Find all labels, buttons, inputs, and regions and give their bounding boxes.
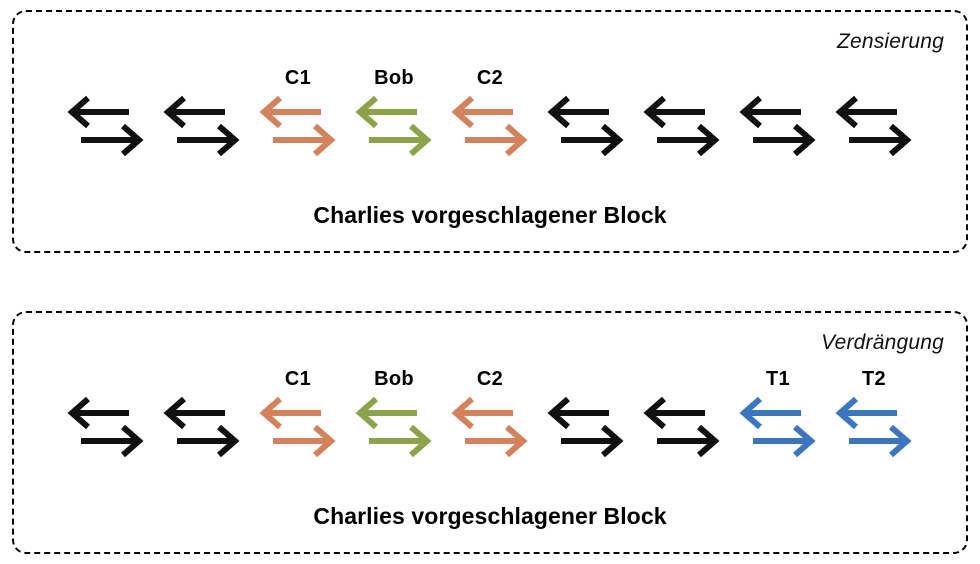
arrow-pair-generic xyxy=(67,369,145,457)
arrow-pair-label: C2 xyxy=(476,67,504,89)
arrow-pair-label: T1 xyxy=(766,368,790,390)
panel-censorship: Zensierung C1 Bob C2 Charlies vorgeschlage… xyxy=(12,10,968,253)
exchange-arrows-icon xyxy=(163,95,240,156)
arrow-pair-generic xyxy=(547,68,625,156)
exchange-arrows-icon xyxy=(355,95,432,156)
arrow-pair-generic xyxy=(643,369,721,457)
arrow-pair-generic xyxy=(163,68,241,156)
exchange-arrows-icon xyxy=(67,95,144,156)
exchange-arrows-icon xyxy=(739,396,816,457)
arrow-pair-t1: T1 xyxy=(739,369,817,457)
arrow-row: C1 Bob C2 T1 T2 xyxy=(14,369,966,457)
panel-displacement: Verdrängung C1 Bob C2 T1 T2 Charlies vorgesc… xyxy=(12,311,968,554)
exchange-arrows-icon xyxy=(259,396,336,457)
panel-caption: Charlies vorgeschlagener Block xyxy=(313,503,667,529)
arrow-pair-label: Bob xyxy=(374,368,414,390)
exchange-arrows-icon xyxy=(643,95,720,156)
arrow-pair-label: Bob xyxy=(374,67,414,89)
arrow-pair-t2: T2 xyxy=(835,369,913,457)
arrow-pair-label: C1 xyxy=(284,368,312,390)
exchange-arrows-icon xyxy=(259,95,336,156)
arrow-pair-generic xyxy=(547,369,625,457)
arrow-pair-c2: C2 xyxy=(451,68,529,156)
arrow-pair-generic xyxy=(739,68,817,156)
arrow-pair-bob: Bob xyxy=(355,68,433,156)
exchange-arrows-icon xyxy=(547,396,624,457)
panel-caption: Charlies vorgeschlagener Block xyxy=(313,202,667,228)
exchange-arrows-icon xyxy=(163,396,240,457)
exchange-arrows-icon xyxy=(835,95,912,156)
arrow-pair-bob: Bob xyxy=(355,369,433,457)
exchange-arrows-icon xyxy=(451,396,528,457)
exchange-arrows-icon xyxy=(451,95,528,156)
exchange-arrows-icon xyxy=(547,95,624,156)
exchange-arrows-icon xyxy=(67,396,144,457)
arrow-pair-generic xyxy=(163,369,241,457)
exchange-arrows-icon xyxy=(835,396,912,457)
exchange-arrows-icon xyxy=(739,95,816,156)
arrow-pair-c2: C2 xyxy=(451,369,529,457)
exchange-arrows-icon xyxy=(643,396,720,457)
arrow-pair-generic xyxy=(643,68,721,156)
arrow-pair-generic xyxy=(835,68,913,156)
arrow-pair-label: C2 xyxy=(476,368,504,390)
panel-corner-label: Zensierung xyxy=(836,30,944,53)
arrow-pair-label: T2 xyxy=(862,368,886,390)
exchange-arrows-icon xyxy=(355,396,432,457)
panel-corner-label: Verdrängung xyxy=(821,331,944,354)
arrow-pair-c1: C1 xyxy=(259,68,337,156)
arrow-row: C1 Bob C2 xyxy=(14,68,966,156)
arrow-pair-label: C1 xyxy=(284,67,312,89)
arrow-pair-generic xyxy=(67,68,145,156)
arrow-pair-c1: C1 xyxy=(259,369,337,457)
